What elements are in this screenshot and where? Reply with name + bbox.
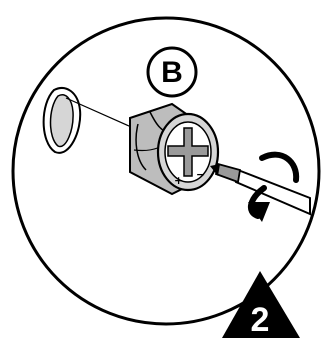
step-number: 2 [251,301,270,339]
part-label-badge: B [148,48,196,96]
cam-minus-mark: − [196,168,205,181]
cam-plus-mark: + [174,174,183,187]
part-label: B [161,56,183,89]
